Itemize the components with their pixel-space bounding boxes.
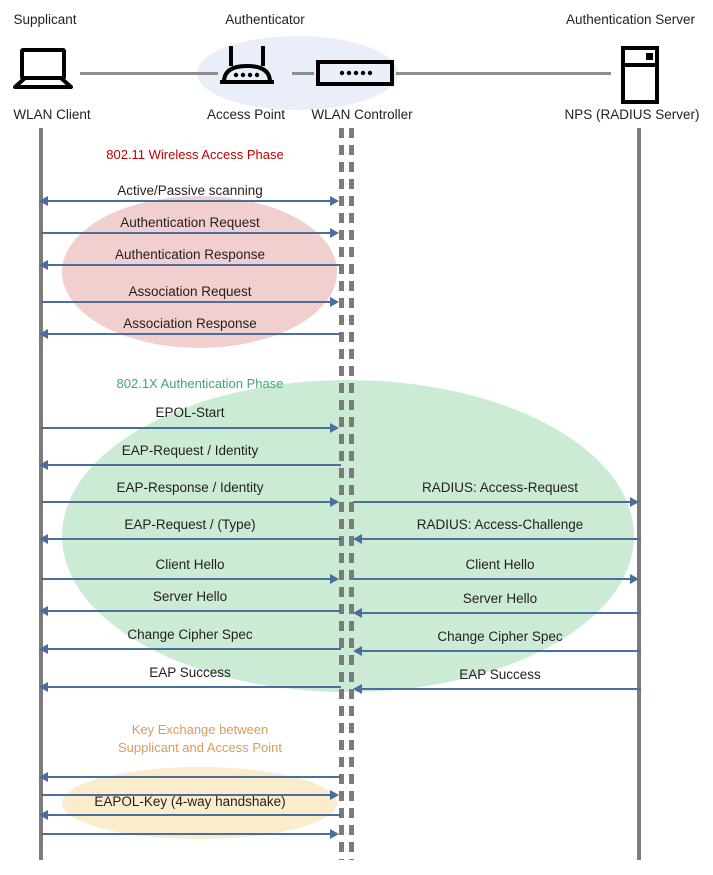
message-label: Client Hello xyxy=(465,557,535,572)
arrowhead-right-icon xyxy=(330,297,339,307)
arrowhead-right-icon xyxy=(630,497,639,507)
message-label: EAP Success xyxy=(459,667,541,682)
message-label: RADIUS: Access-Request xyxy=(421,480,579,495)
message-arrow xyxy=(41,427,335,429)
arrowhead-right-icon xyxy=(330,497,339,507)
lifeline-supplicant xyxy=(39,128,43,860)
arrowhead-left-icon xyxy=(353,534,362,544)
laptop-icon xyxy=(12,47,74,97)
message-arrow xyxy=(353,578,633,580)
actor-role-authenticator: Authenticator xyxy=(225,12,305,27)
actor-caption-nps-radius: NPS (RADIUS Server) xyxy=(564,107,700,122)
phase-ellipse-keyexchange xyxy=(62,767,337,839)
message-arrow xyxy=(41,232,335,234)
message-arrow xyxy=(47,464,341,466)
message-arrow xyxy=(47,814,341,816)
phase-label-80211: 802.11 Wireless Access Phase xyxy=(106,147,284,162)
message-arrow xyxy=(353,501,633,503)
wireless-router-icon xyxy=(216,44,278,99)
arrowhead-right-icon xyxy=(330,228,339,238)
message-arrow xyxy=(41,501,335,503)
message-label: Association Request xyxy=(128,284,252,299)
message-arrow xyxy=(41,833,335,835)
arrowhead-left-icon xyxy=(353,684,362,694)
arrowhead-left-icon xyxy=(39,460,48,470)
arrowhead-left-icon xyxy=(39,260,48,270)
phase-label-keyexchange: Key Exchange between Supplicant and Acce… xyxy=(117,722,283,755)
link-client-to-ap xyxy=(80,72,218,75)
actor-caption-access-point: Access Point xyxy=(206,107,286,122)
arrowhead-right-icon xyxy=(330,574,339,584)
message-label: Authentication Request xyxy=(120,215,260,230)
arrowhead-left-icon xyxy=(39,772,48,782)
lifeline-wlan-controller xyxy=(349,128,354,860)
actor-caption-wlan-controller: WLAN Controller xyxy=(311,107,413,122)
phase-ellipse-80211 xyxy=(62,196,337,348)
arrowhead-left-icon xyxy=(39,810,48,820)
message-label: EAPOL-Key (4-way handshake) xyxy=(94,794,286,809)
message-arrow xyxy=(47,776,341,778)
lifeline-auth-server xyxy=(637,128,641,860)
message-arrow xyxy=(47,648,341,650)
message-arrow xyxy=(47,200,335,202)
arrowhead-right-icon xyxy=(330,423,339,433)
arrowhead-left-icon xyxy=(353,608,362,618)
arrowhead-right-icon xyxy=(630,574,639,584)
link-controller-to-server xyxy=(396,72,611,75)
link-ap-to-controller xyxy=(292,72,314,75)
message-arrow xyxy=(47,610,341,612)
server-tower-icon xyxy=(620,46,660,109)
phase-ellipse-8021x xyxy=(62,380,634,692)
message-label: Server Hello xyxy=(462,591,538,606)
network-controller-icon xyxy=(316,60,394,91)
arrowhead-left-icon xyxy=(39,534,48,544)
message-arrow xyxy=(361,688,641,690)
arrowhead-right-icon xyxy=(330,790,339,800)
arrowhead-right-icon xyxy=(330,196,339,206)
message-arrow xyxy=(41,301,335,303)
lifeline-access-point xyxy=(339,128,344,860)
arrowhead-left-icon xyxy=(39,606,48,616)
message-label: Change Cipher Spec xyxy=(437,629,563,644)
message-label: EAP-Response / Identity xyxy=(116,480,264,495)
message-label: Active/Passive scanning xyxy=(117,183,263,198)
message-label: Client Hello xyxy=(155,557,225,572)
arrowhead-right-icon xyxy=(330,829,339,839)
actor-role-auth-server: Authentication Server xyxy=(565,12,696,27)
message-arrow xyxy=(41,794,335,796)
message-label: EAP-Request / (Type) xyxy=(124,517,256,532)
phase-label-8021x: 802.1X Authentication Phase xyxy=(116,376,284,391)
message-label: Server Hello xyxy=(152,589,228,604)
message-arrow xyxy=(47,264,341,266)
message-arrow xyxy=(41,578,335,580)
message-arrow xyxy=(47,686,341,688)
message-arrow xyxy=(361,612,641,614)
message-label: RADIUS: Access-Challenge xyxy=(416,517,584,532)
message-arrow xyxy=(361,650,641,652)
arrowhead-left-icon xyxy=(39,196,48,206)
arrowhead-left-icon xyxy=(39,682,48,692)
message-label: Authentication Response xyxy=(114,247,266,262)
message-label: EPOL-Start xyxy=(155,405,225,420)
actor-role-supplicant: Supplicant xyxy=(13,12,77,27)
message-label: EAP Success xyxy=(149,665,231,680)
arrowhead-left-icon xyxy=(39,644,48,654)
arrowhead-left-icon xyxy=(39,329,48,339)
message-label: Association Response xyxy=(123,316,257,331)
message-arrow xyxy=(47,333,341,335)
message-label: Change Cipher Spec xyxy=(127,627,253,642)
arrowhead-left-icon xyxy=(353,646,362,656)
message-label: EAP-Request / Identity xyxy=(121,443,259,458)
actor-caption-wlan-client: WLAN Client xyxy=(13,107,91,122)
message-arrow xyxy=(361,538,641,540)
message-arrow xyxy=(47,538,341,540)
